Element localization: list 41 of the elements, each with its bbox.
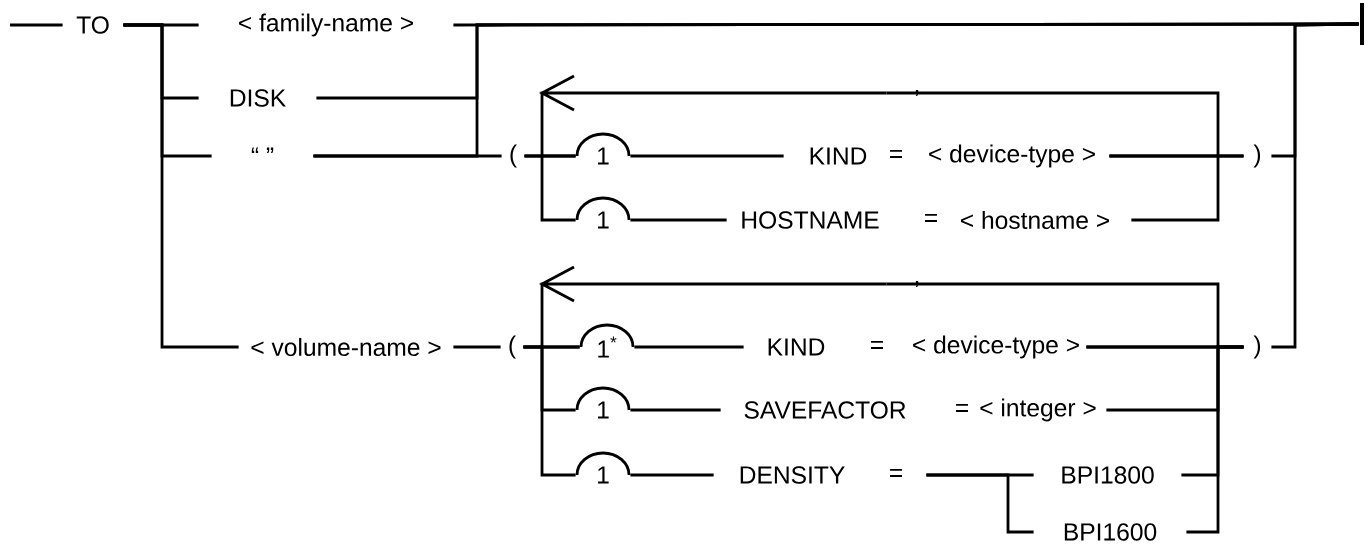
syntax-line <box>453 345 501 349</box>
syntax-item: BPI1600 <box>1064 523 1157 541</box>
repeat-bump: 1 <box>575 451 631 484</box>
syntax-line <box>886 282 1220 349</box>
syntax-line <box>10 23 63 27</box>
repeat-bump: 1 <box>575 196 631 229</box>
syntax-line <box>926 473 1034 534</box>
syntax-item: ) <box>1253 144 1261 168</box>
syntax-item: KIND = < device-type > <box>768 335 1079 359</box>
syntax-item: “ ” <box>251 147 274 153</box>
syntax-item: < volume-name > <box>251 337 441 357</box>
syntax-line <box>886 91 1220 158</box>
syntax-item: < family-name > <box>239 13 413 37</box>
syntax-item: ( <box>510 144 517 168</box>
syntax-line <box>630 473 714 477</box>
repeat-bump: 1$^{*}$ <box>579 323 635 358</box>
loop-arrow <box>539 265 888 349</box>
end-bar <box>1360 3 1364 45</box>
syntax-line <box>1131 154 1244 222</box>
syntax-item: ( <box>509 335 516 359</box>
syntax-item: TO <box>76 16 109 34</box>
syntax-item: DISK <box>230 89 286 107</box>
syntax-line <box>634 345 744 349</box>
syntax-item: KIND = < device-type > <box>810 144 1095 168</box>
repeat-bump: 1 <box>575 386 631 419</box>
syntax-item: BPI1800 <box>1062 466 1154 484</box>
syntax-item: ) <box>1253 335 1261 359</box>
syntax-line <box>1271 22 1359 349</box>
syntax-item: DENSITY = <box>740 466 902 484</box>
syntax-item: SAVEFACTOR = < integer > <box>744 398 1096 422</box>
syntax-item: HOSTNAME = < hostname > <box>742 210 1109 230</box>
repeat-bump: 1 <box>575 132 631 165</box>
syntax-line <box>630 408 721 412</box>
syntax-line <box>523 345 576 477</box>
syntax-line <box>524 154 576 222</box>
syntax-line <box>1186 345 1244 534</box>
syntax-line <box>630 218 727 222</box>
syntax-line <box>313 154 502 158</box>
syntax-line <box>123 23 239 349</box>
syntax-line <box>630 154 784 158</box>
loop-arrow <box>539 74 888 158</box>
